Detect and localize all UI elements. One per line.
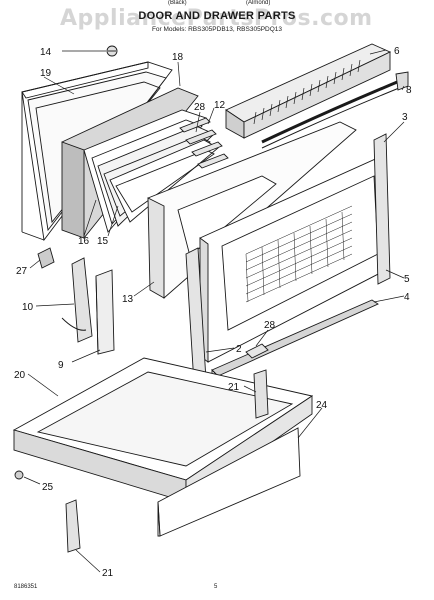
callout-3: 3 — [402, 112, 408, 123]
callout-12: 12 — [214, 100, 226, 111]
part-bracket — [245, 343, 269, 359]
part-inner-glass-stack — [83, 109, 219, 233]
variant-black: (Black) — [168, 0, 187, 6]
callout-25: 25 — [42, 482, 54, 493]
callout-18: 18 — [172, 52, 184, 63]
part-screw-top — [106, 45, 118, 57]
callout-10: 10 — [22, 302, 34, 313]
part-drawer-slide-lower — [65, 499, 81, 553]
door-window-mesh — [245, 205, 353, 303]
model-subtitle: For Models: RBS305PDB13, RBS305PDQ13 — [151, 26, 283, 33]
watermark: AppliancePartsPros.com — [60, 6, 373, 31]
part-clip — [37, 247, 55, 269]
callout-27: 27 — [16, 266, 28, 277]
part-screw-drawer — [14, 470, 24, 480]
callout-24: 24 — [316, 400, 328, 411]
callout-8: 8 — [406, 85, 412, 96]
page-number: 5 — [214, 584, 218, 590]
callout-20: 20 — [14, 370, 26, 381]
callout-labels: 14 19 18 28 12 6 8 3 16 15 13 27 10 9 2 … — [14, 46, 412, 579]
part-door-hinge — [61, 257, 93, 343]
callout-5: 5 — [404, 274, 410, 285]
leader-lines — [23, 49, 405, 573]
part-door-handle — [261, 71, 409, 149]
part-vent-trim — [225, 43, 392, 139]
callout-13: 13 — [122, 294, 134, 305]
callout-15: 15 — [97, 236, 109, 247]
callout-21-upper: 21 — [228, 382, 240, 393]
part-glass-retainers — [179, 117, 229, 169]
document-number: 8186351 — [14, 584, 38, 590]
callout-16: 16 — [78, 236, 90, 247]
callout-9: 9 — [58, 360, 64, 371]
part-hinge-receptacle — [95, 269, 115, 355]
part-drawer-body — [12, 357, 314, 503]
part-drawer-slide-upper — [253, 369, 269, 419]
diagram-title: DOOR AND DRAWER PARTS — [138, 10, 296, 22]
callout-19: 19 — [40, 68, 52, 79]
callout-6: 6 — [394, 46, 400, 57]
part-right-side-trim — [373, 133, 391, 285]
vent-slots — [253, 59, 361, 125]
part-drawer-front — [157, 427, 301, 537]
callout-14: 14 — [40, 47, 52, 58]
callout-21-lower: 21 — [102, 568, 114, 579]
callout-4: 4 — [404, 292, 410, 303]
callout-28-upper: 28 — [194, 102, 206, 113]
callout-2: 2 — [236, 344, 242, 355]
variant-almond: (Almond) — [246, 0, 271, 6]
callout-28-lower: 28 — [264, 320, 276, 331]
